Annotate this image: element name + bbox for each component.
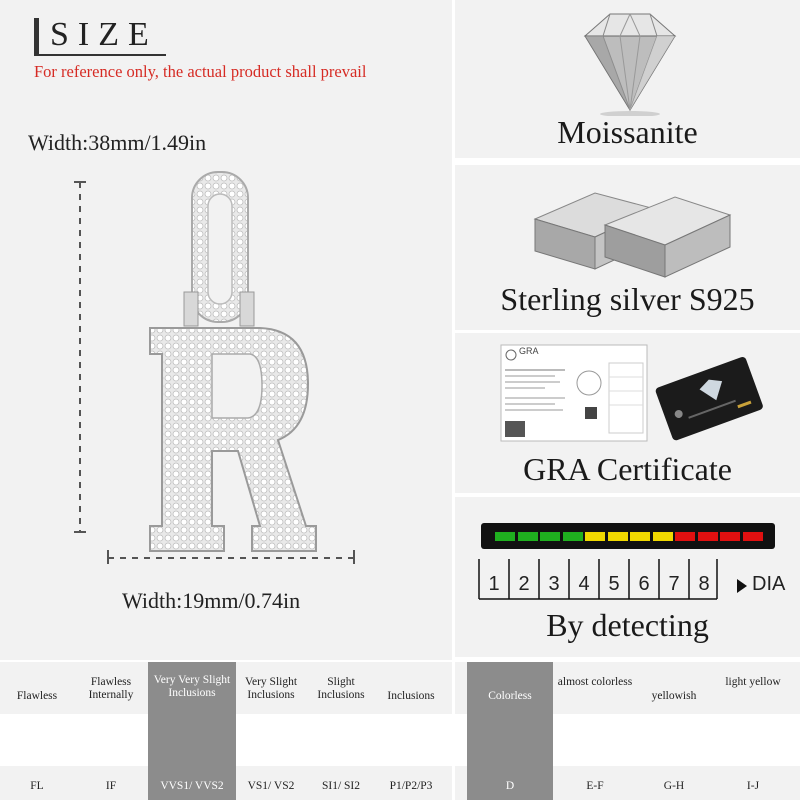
certificate-icon xyxy=(500,344,648,442)
color-grade-code: I-J xyxy=(746,780,760,792)
title-underline xyxy=(34,54,166,56)
silver-label: Sterling silver S925 xyxy=(500,281,755,317)
clarity-grade-name: Flawless xyxy=(16,690,58,702)
vertical-dimension-line xyxy=(74,181,86,533)
silver-panel: Sterling silver S925 xyxy=(455,165,800,330)
clarity-grade-name: Very Very Slight Inclusions xyxy=(153,674,231,699)
clarity-grade-code: IF xyxy=(105,780,117,792)
color-grade-name: light yellow xyxy=(725,676,781,688)
meter-segment xyxy=(540,532,560,541)
scale-number: 6 xyxy=(638,573,650,595)
certificate-label: GRA Certificate xyxy=(523,451,732,487)
detecting-label: By detecting xyxy=(546,607,709,643)
color-grade-code: G-H xyxy=(663,780,685,792)
meter-segment xyxy=(607,532,628,541)
meter-segment xyxy=(652,532,673,541)
clarity-grade-name: Slight Inclusions xyxy=(317,676,365,701)
clarity-grade-code: VVS1/ VVS2 xyxy=(160,780,224,792)
moissanite-label: Moissanite xyxy=(557,114,698,150)
meter-segment xyxy=(675,532,695,541)
scale-number: 1 xyxy=(488,573,500,595)
certificate-card-icon xyxy=(655,356,763,441)
scale-number: 4 xyxy=(578,573,590,595)
meter-segment xyxy=(585,532,605,541)
play-arrow-icon xyxy=(737,579,747,593)
size-title: SIZE xyxy=(50,16,158,53)
meter-segment xyxy=(562,532,583,541)
clarity-grade-code: FL xyxy=(30,780,44,792)
meter-segment xyxy=(697,532,718,541)
meter-segment xyxy=(495,532,515,541)
meter-segment xyxy=(720,532,740,541)
size-note: For reference only, the actual product s… xyxy=(34,62,367,81)
color-grade-name: Colorless xyxy=(488,690,532,702)
certificate-panel: GRA GRA Certificate xyxy=(455,333,800,493)
clarity-grade-name: Very Slight Inclusions xyxy=(244,676,298,701)
scale-number: 7 xyxy=(668,573,680,595)
scale-number: 2 xyxy=(518,573,530,595)
meter-segment xyxy=(742,532,763,541)
color-grade-name: almost colorless xyxy=(557,676,633,688)
certificate-brand: GRA xyxy=(519,346,539,356)
moissanite-panel: Moissanite xyxy=(455,0,800,158)
size-panel: SIZE For reference only, the actual prod… xyxy=(0,0,452,660)
clarity-grade-code: SI1/ SI2 xyxy=(321,780,361,792)
silver-bars-icon xyxy=(533,192,732,278)
diamond-icon xyxy=(583,13,677,116)
horizontal-dimension-line xyxy=(107,550,355,564)
clarity-grade-name: Flawless Internally xyxy=(88,676,134,701)
scale-number: 3 xyxy=(548,573,560,595)
clarity-grade-name: Inclusions xyxy=(387,690,435,702)
tester-meter xyxy=(481,523,775,549)
scale-number: 5 xyxy=(608,573,620,595)
letter-r-pendant-image xyxy=(149,171,317,552)
color-grade-code: D xyxy=(505,780,515,792)
tester-scale xyxy=(478,559,718,600)
color-grade-code: E-F xyxy=(586,780,604,792)
clarity-grade-code: P1/P2/P3 xyxy=(389,780,433,792)
color-grade-name: yellowish xyxy=(651,690,697,702)
dia-label: DIA xyxy=(752,573,786,595)
width-dimension-label: Width:19mm/0.74in xyxy=(122,588,301,613)
title-accent-bar xyxy=(34,18,39,54)
meter-segment xyxy=(517,532,538,541)
scale-number: 8 xyxy=(698,573,710,595)
height-dimension-label: Width:38mm/1.49in xyxy=(28,130,207,155)
meter-segment xyxy=(630,532,650,541)
clarity-grade-code: VS1/ VS2 xyxy=(247,780,295,792)
